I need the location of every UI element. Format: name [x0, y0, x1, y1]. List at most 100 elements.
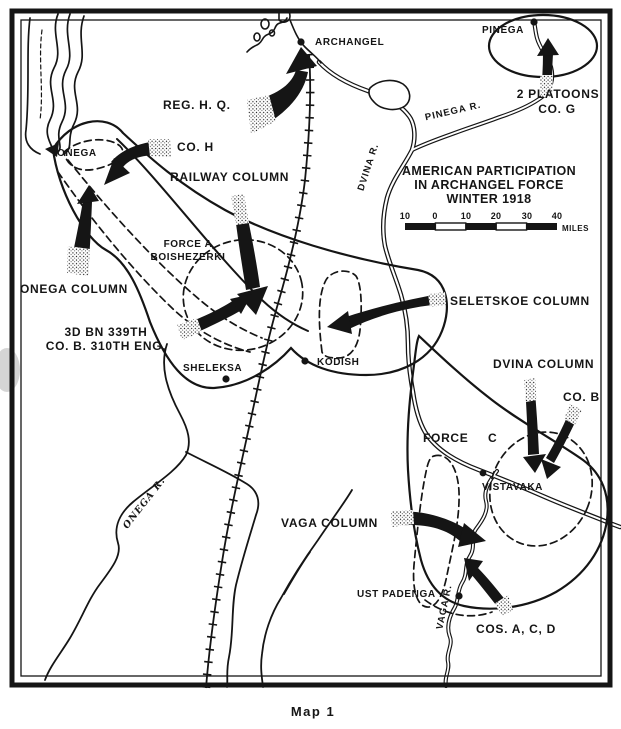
scale-seg-4 [495, 222, 528, 231]
platoons-label-1: 2 PLATOONS [517, 87, 600, 101]
delta-shore-west [246, 17, 288, 53]
delta-islet-2 [253, 32, 261, 42]
scale-seg-5 [526, 223, 557, 230]
force-c-label-word: FORCE [423, 431, 469, 445]
railway-column-arrow-head [237, 286, 268, 315]
force-c-blob [406, 334, 609, 610]
vistavaka-dot [479, 469, 487, 477]
onega-river-label: ONEGA R. [121, 475, 168, 531]
map-caption: Map 1 [291, 704, 335, 719]
dvina-column-arrow-head [523, 454, 546, 473]
reg-hq-arrow-tail [247, 95, 276, 134]
dvina-column-label: DVINA COLUMN [493, 357, 594, 371]
coastline-line-0 [24, 17, 41, 155]
vaga-pocket-dashed [412, 454, 460, 608]
co-b-arrow-head [541, 459, 561, 479]
railway-line [205, 53, 312, 689]
interior-diagonal-line [116, 138, 309, 332]
force-a-label-2: BOISHEZERKI [151, 252, 226, 263]
vaga-river-path [443, 469, 499, 688]
rivers-outer [316, 19, 621, 688]
onega-river-system [44, 343, 353, 688]
archangel-dot [297, 38, 305, 46]
vaga-river-core [444, 470, 498, 687]
railway-column-arrow-tail [231, 194, 249, 225]
pinega-label: PINEGA [482, 25, 524, 36]
railway [201, 53, 315, 689]
dvina-column-arrow-tail [524, 378, 537, 402]
onega-column-label: ONEGA COLUMN [20, 282, 128, 296]
seletskoe-arrow-head [327, 311, 352, 334]
movement-arrows [67, 38, 582, 616]
scale-seg-2 [434, 222, 467, 231]
co-b-label: CO. B [563, 390, 600, 404]
platoons-arrow-tail [540, 75, 553, 97]
dvina-river-label: DVINA R. [356, 142, 382, 192]
delta-islet-3 [268, 29, 276, 37]
force-c-label-letter: C [488, 431, 497, 445]
scale-tick-10a: 10 [400, 211, 411, 221]
map-border-inner [20, 19, 602, 677]
scale-seg-3 [465, 223, 497, 230]
scale-tick-10b: 10 [461, 211, 472, 221]
pinega-river-core [411, 21, 554, 151]
scale-seg-1 [405, 223, 436, 230]
seletskoe-arrow-tail [428, 292, 446, 307]
south-stream-main [260, 489, 353, 688]
onega-label: ONEGA [57, 148, 97, 159]
sheleksa-label: SHELEKSA [183, 363, 242, 374]
dvina-column-arrow [523, 378, 546, 473]
scale-tick-30: 30 [522, 211, 533, 221]
town-dots [222, 18, 538, 600]
scale-tick-0: 0 [432, 211, 437, 221]
co-h-arrow-head [104, 158, 130, 185]
dashed-areas [57, 138, 594, 617]
map-title-line-2: IN ARCHANGEL FORCE [414, 178, 564, 192]
co-b-arrow [541, 404, 582, 479]
co-h-label: CO. H [177, 140, 214, 154]
vaga-column-arrow-head [458, 523, 486, 547]
map-border-outer [9, 8, 613, 688]
vaga-column-arrow [391, 510, 486, 547]
bn-339-label-1: 3D BN 339TH [64, 325, 147, 339]
archangel-label: ARCHANGEL [315, 37, 384, 48]
ust-padenga-label: UST PADENGA [357, 589, 436, 600]
railway-column-label: RAILWAY COLUMN [170, 170, 289, 184]
sheleksa-dot [222, 375, 230, 383]
co-b-arrow-tail [564, 404, 582, 425]
south-stream-branch [283, 551, 311, 595]
onega-river-branch-east [185, 451, 260, 688]
onega-dashed-route-2 [57, 171, 251, 353]
scale-tick-20: 20 [491, 211, 502, 221]
kodish-dot [301, 357, 309, 365]
seletskoe-arrow-shaft [346, 293, 445, 329]
coastline-dashed-inner [39, 29, 43, 121]
delta-shore-east [289, 19, 322, 64]
cos-acd-label: COS. A, C, D [476, 622, 556, 636]
ust-padenga-dot [455, 592, 463, 600]
pinega-river-label: PINEGA R. [424, 100, 482, 124]
bn-339-arrow [177, 294, 252, 340]
railway-column-arrow [231, 194, 268, 315]
co-h-arrow [104, 139, 171, 185]
coastline-line-3 [63, 15, 85, 155]
map-title-line-1: AMERICAN PARTICIPATION [402, 164, 576, 178]
kodish-dashed-shape [318, 270, 363, 359]
ust-padenga-dashed-arc [424, 599, 493, 617]
reg-hq-arrow [247, 47, 317, 134]
bn-339-label-2: CO. B. 310TH ENG. [46, 339, 167, 353]
cos-acd-arrow-tail [494, 595, 513, 616]
cos-acd-arrow [464, 558, 513, 616]
cos-acd-arrow-head [464, 558, 483, 581]
coastline-line-1 [46, 13, 59, 151]
dvina-island [368, 79, 411, 111]
scale-tick-40: 40 [552, 211, 563, 221]
vistavaka-label: VISTAVAKA [482, 482, 543, 493]
delta-islet-1 [260, 18, 270, 30]
map-title-line-3: WINTER 1918 [447, 192, 532, 206]
force-a-label-1: FORCE A [164, 239, 213, 250]
co-h-arrow-tail [148, 139, 171, 157]
onega-bay-coast [24, 13, 85, 155]
